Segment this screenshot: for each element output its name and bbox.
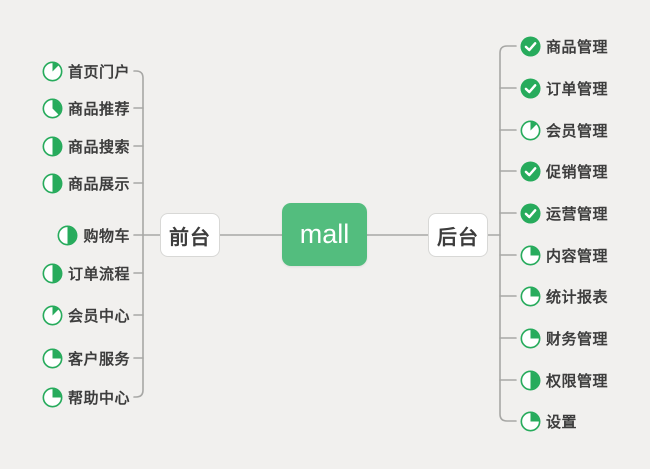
left-topic-home-portal[interactable]: 首页门户	[42, 59, 130, 83]
topic-label: 会员中心	[67, 307, 130, 325]
left-topic-product-display[interactable]: 商品展示	[42, 171, 130, 195]
pie-progress-icon	[42, 173, 63, 194]
topic-label: 商品展示	[67, 175, 130, 193]
topic-label: 订单管理	[546, 80, 609, 98]
right-topic-settings[interactable]: 设置	[520, 409, 577, 433]
topic-label: 帮助中心	[67, 389, 130, 407]
topic-label: 设置	[546, 413, 578, 431]
topic-label: 统计报表	[546, 288, 609, 306]
right-topic-permission-mgmt[interactable]: 权限管理	[520, 368, 608, 392]
left-topic-product-recommend[interactable]: 商品推荐	[42, 96, 130, 120]
topic-label: 商品搜索	[67, 138, 130, 156]
topic-label: 会员管理	[546, 122, 609, 140]
topic-label: 权限管理	[546, 372, 609, 390]
root-topic-mall[interactable]: mall	[282, 203, 367, 266]
topic-label: 财务管理	[546, 330, 609, 348]
left-topic-shopping-cart[interactable]: 购物车	[57, 223, 130, 247]
pie-progress-icon	[520, 411, 541, 432]
right-topic-finance-mgmt[interactable]: 财务管理	[520, 326, 608, 350]
left-topic-product-search[interactable]: 商品搜索	[42, 134, 130, 158]
topic-label: 商品推荐	[67, 100, 130, 118]
checkmark-icon	[520, 160, 541, 182]
pie-progress-icon	[42, 98, 63, 119]
topic-label: 促销管理	[546, 163, 609, 181]
branch-topic-frontend[interactable]: 前台	[160, 213, 220, 257]
right-topic-promotion-mgmt[interactable]: 促销管理	[520, 159, 608, 183]
checkmark-icon	[520, 35, 541, 57]
branch-topic-backend[interactable]: 后台	[428, 213, 488, 257]
left-topic-order-flow[interactable]: 订单流程	[42, 261, 130, 285]
pie-progress-icon	[520, 370, 541, 391]
pie-progress-icon	[520, 328, 541, 349]
pie-progress-icon	[520, 286, 541, 307]
right-topic-statistics-report[interactable]: 统计报表	[520, 284, 608, 308]
pie-progress-icon	[42, 305, 63, 326]
pie-progress-icon	[520, 120, 541, 141]
topic-label: 订单流程	[67, 265, 130, 283]
pie-progress-icon	[42, 263, 63, 284]
right-topic-product-mgmt[interactable]: 商品管理	[520, 34, 608, 58]
checkmark-icon	[520, 77, 541, 99]
pie-progress-icon	[520, 245, 541, 266]
left-topic-help-center[interactable]: 帮助中心	[42, 385, 130, 409]
topic-label: 购物车	[83, 227, 130, 245]
pie-progress-icon	[42, 387, 63, 408]
topic-label: 首页门户	[67, 63, 130, 81]
pie-progress-icon	[42, 348, 63, 369]
topic-label: 内容管理	[546, 247, 609, 265]
topic-label: 运营管理	[546, 205, 609, 223]
right-topic-order-mgmt[interactable]: 订单管理	[520, 76, 608, 100]
topic-label: 商品管理	[546, 38, 609, 56]
pie-progress-icon	[57, 225, 78, 246]
right-topic-member-mgmt[interactable]: 会员管理	[520, 118, 608, 142]
pie-progress-icon	[42, 61, 63, 82]
right-topic-operation-mgmt[interactable]: 运营管理	[520, 201, 608, 225]
checkmark-icon	[520, 202, 541, 224]
topic-label: 客户服务	[67, 350, 130, 368]
left-topic-customer-service[interactable]: 客户服务	[42, 346, 130, 370]
left-topic-member-center[interactable]: 会员中心	[42, 303, 130, 327]
pie-progress-icon	[42, 136, 63, 157]
right-topic-content-mgmt[interactable]: 内容管理	[520, 243, 608, 267]
